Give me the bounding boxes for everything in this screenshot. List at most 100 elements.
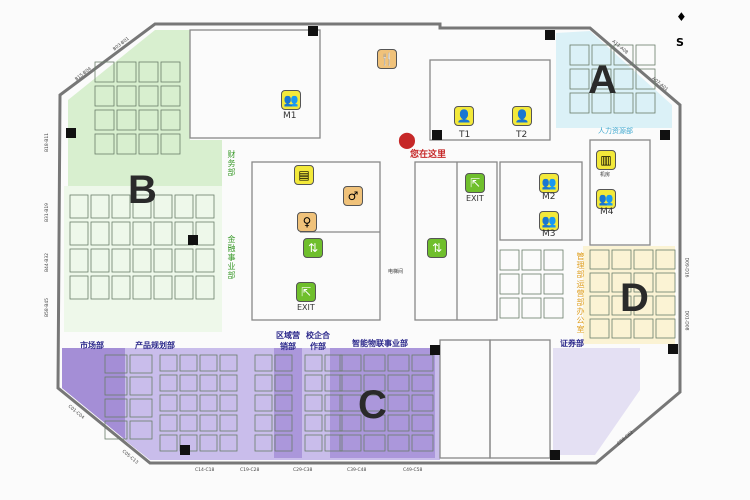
dept-financial-business: 金融事业部 xyxy=(227,235,236,280)
workstation-desk xyxy=(324,394,343,412)
meeting-room-icon[interactable]: 👥 xyxy=(281,90,301,110)
workstation-desk xyxy=(159,354,178,372)
workstation-desk xyxy=(499,249,520,271)
workstation-desk xyxy=(159,374,178,392)
restroom-female-icon[interactable]: ♀ xyxy=(297,212,317,232)
workstation-desk xyxy=(254,354,273,372)
workstation-desk xyxy=(195,221,215,246)
workstation-desk xyxy=(111,194,131,219)
workstation-desk xyxy=(159,414,178,432)
meeting-room-icon[interactable]: 👥 xyxy=(539,173,559,193)
workstation-desk xyxy=(613,68,634,90)
wall-label: B44-B32 xyxy=(45,252,51,273)
pillar xyxy=(66,128,76,138)
workstation-desk xyxy=(90,275,110,300)
zone-c-strip xyxy=(274,348,302,458)
workstation-desk xyxy=(387,354,410,372)
workstation-desk xyxy=(274,374,293,392)
workstation-desk xyxy=(199,394,218,412)
workstation-desk xyxy=(104,398,128,418)
workstation-desk xyxy=(219,394,238,412)
compass-label: S xyxy=(676,36,684,49)
server-room-icon[interactable]: ▥ xyxy=(596,150,616,170)
workstation-desk xyxy=(94,61,115,83)
printer-icon[interactable]: ▤ xyxy=(294,165,314,185)
workstation-desk xyxy=(153,275,173,300)
workstation-desk xyxy=(90,248,110,273)
workstation-desk xyxy=(254,394,273,412)
dept-office: 办公室 xyxy=(576,307,585,334)
room-label-m3: M3 xyxy=(542,229,556,239)
workstation-desk xyxy=(387,394,410,412)
pillar xyxy=(545,30,555,40)
pillar xyxy=(180,445,190,455)
emergency-exit-icon[interactable]: ⇱ xyxy=(465,173,485,193)
training-room-icon[interactable]: 👤 xyxy=(512,106,532,126)
workstation-desk xyxy=(132,275,152,300)
room-label-m2: M2 xyxy=(542,192,556,202)
workstation-desk xyxy=(499,297,520,319)
workstation-desk xyxy=(69,275,89,300)
workstation-desk xyxy=(116,85,137,107)
workstation-desk xyxy=(304,374,323,392)
dept-hr: 人力资源部 xyxy=(598,127,633,135)
dept-securities: 证券部 xyxy=(560,339,584,348)
workstation-desk xyxy=(304,394,323,412)
elevator-icon[interactable]: ⇅ xyxy=(303,238,323,258)
zone-c-label: C xyxy=(358,383,387,427)
workstation-desk xyxy=(339,414,362,432)
workstation-desk xyxy=(611,318,632,339)
workstation-desk xyxy=(633,272,654,293)
zone-d-label: D xyxy=(620,276,649,320)
workstation-desk xyxy=(589,318,610,339)
workstation-desk xyxy=(363,354,386,372)
workstation-desk xyxy=(94,109,115,131)
server-room-label: 机房 xyxy=(600,172,611,178)
workstation-desk xyxy=(274,394,293,412)
walls xyxy=(189,29,651,459)
workstation-desk xyxy=(111,221,131,246)
workstation-desk xyxy=(90,221,110,246)
workstation-desk xyxy=(179,354,198,372)
dept-school-enterprise: 校企合作部 xyxy=(306,331,330,351)
restaurant-icon[interactable]: 🍴 xyxy=(377,49,397,69)
workstation-desk xyxy=(633,295,654,316)
workstation-desk xyxy=(199,374,218,392)
workstation-desk xyxy=(153,248,173,273)
room-label-t2: T2 xyxy=(516,130,528,140)
wall-label: C19-C28 xyxy=(240,468,260,473)
workstation-desk xyxy=(521,273,542,295)
workstation-desk xyxy=(543,297,564,319)
workstation-desk xyxy=(304,354,323,372)
meeting-room-icon[interactable]: 👥 xyxy=(596,189,616,209)
zone-c-strong xyxy=(62,348,150,460)
workstation-desk xyxy=(179,414,198,432)
workstation-desk xyxy=(179,394,198,412)
workstation-desk xyxy=(363,414,386,432)
location-pin-icon: ⬤ xyxy=(398,130,416,149)
workstation-desk xyxy=(363,394,386,412)
elevator-icon[interactable]: ⇅ xyxy=(427,238,447,258)
zone-c-strip xyxy=(330,348,435,458)
restroom-male-icon[interactable]: ♂ xyxy=(343,186,363,206)
workstation-desk xyxy=(633,318,654,339)
workstation-desk xyxy=(132,248,152,273)
building-outline xyxy=(56,22,682,465)
pillar xyxy=(660,130,670,140)
workstation-desk xyxy=(591,68,612,90)
training-room-icon[interactable]: 👤 xyxy=(454,106,474,126)
zone-b-upper xyxy=(68,30,222,186)
workstation-desk xyxy=(138,109,159,131)
workstation-desk xyxy=(174,248,194,273)
meeting-room-icon[interactable]: 👥 xyxy=(539,211,559,231)
workstation-desk xyxy=(611,249,632,270)
room-label-t1: T1 xyxy=(459,130,471,140)
emergency-exit-icon[interactable]: ⇱ xyxy=(296,282,316,302)
workstation-desk xyxy=(160,133,181,155)
zone-d xyxy=(583,246,675,344)
workstation-desk xyxy=(339,374,362,392)
workstation-desk xyxy=(104,376,128,396)
workstation-desk xyxy=(569,44,590,66)
workstation-desk xyxy=(219,354,238,372)
